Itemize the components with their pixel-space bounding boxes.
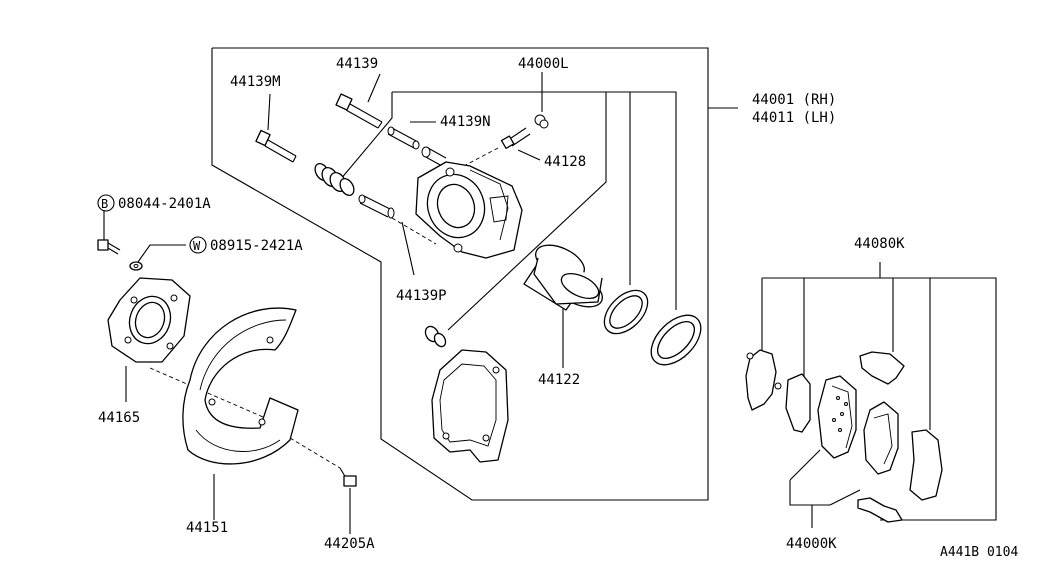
label-44000K: 44000K [786,536,837,552]
label-44139: 44139 [336,56,378,72]
bleeder-alignment [459,147,499,169]
label-44139N: 44139N [440,114,491,130]
label-44139M: 44139M [230,74,281,90]
reference-code: A441B 0104 [940,545,1018,560]
label-44011: 44011 (LH) [752,110,836,126]
shim-a [785,373,811,433]
bleeder-44128 [500,114,549,149]
label-44165: 44165 [98,410,140,426]
pin-alignment [391,217,437,245]
label-44139P: 44139P [396,288,447,304]
pad-clip-a [745,349,782,411]
leader-44139M [267,93,271,131]
leader-44000L-bar [392,91,677,310]
caliper-assembly-frame [211,47,709,501]
washer-08915 [129,261,143,271]
dust-shield-44151 [182,307,299,465]
label-44151: 44151 [186,520,228,536]
leader-08915 [137,244,186,263]
brake-pad-inner [817,375,857,459]
label-44205A: 44205A [324,536,375,552]
bolt-alignment-a [149,367,271,421]
leader-boot [339,92,393,181]
rubber-boot [314,162,355,197]
marker-b-letter: B [101,197,108,211]
bolt-alignment-b [289,437,341,469]
baffle-plate-44165 [107,277,191,363]
leader-44128 [517,149,541,161]
label-08915: 08915-2421A [210,238,303,254]
leader-44000K-a [789,449,821,481]
dust-seal [650,314,702,366]
label-08044: 08044-2401A [118,196,211,212]
brake-pad-outer [863,401,899,475]
torque-member [431,349,509,463]
pad-clip-b [859,351,905,385]
bolt-44139 [335,93,383,129]
pin-44139P [358,194,395,219]
pin-44139N [387,126,447,167]
leader-44000K-c [829,489,861,506]
leader-pin-boot [447,92,607,331]
pad-kit-frame [762,277,997,521]
leader-44139P [401,221,415,276]
label-44000L: 44000L [518,56,569,72]
piston-44122 [523,244,603,311]
label-44122: 44122 [538,372,580,388]
leader-44139 [367,73,381,103]
pin-boot [424,325,447,348]
label-44001: 44001 (RH) [752,92,836,108]
bolt-08044 [97,239,121,255]
leader-44000K-b [789,480,813,528]
bolt-44139M [255,129,297,163]
label-44080K: 44080K [854,236,905,252]
bolt-44205A [339,467,357,487]
shim-b [909,429,943,501]
pad-retainer [857,497,903,523]
circle-marker-b [97,194,115,212]
circle-marker-w [189,236,207,254]
piston-seal [603,289,649,335]
marker-w-letter: W [193,239,201,253]
label-44128: 44128 [544,154,586,170]
caliper-body [415,161,523,259]
